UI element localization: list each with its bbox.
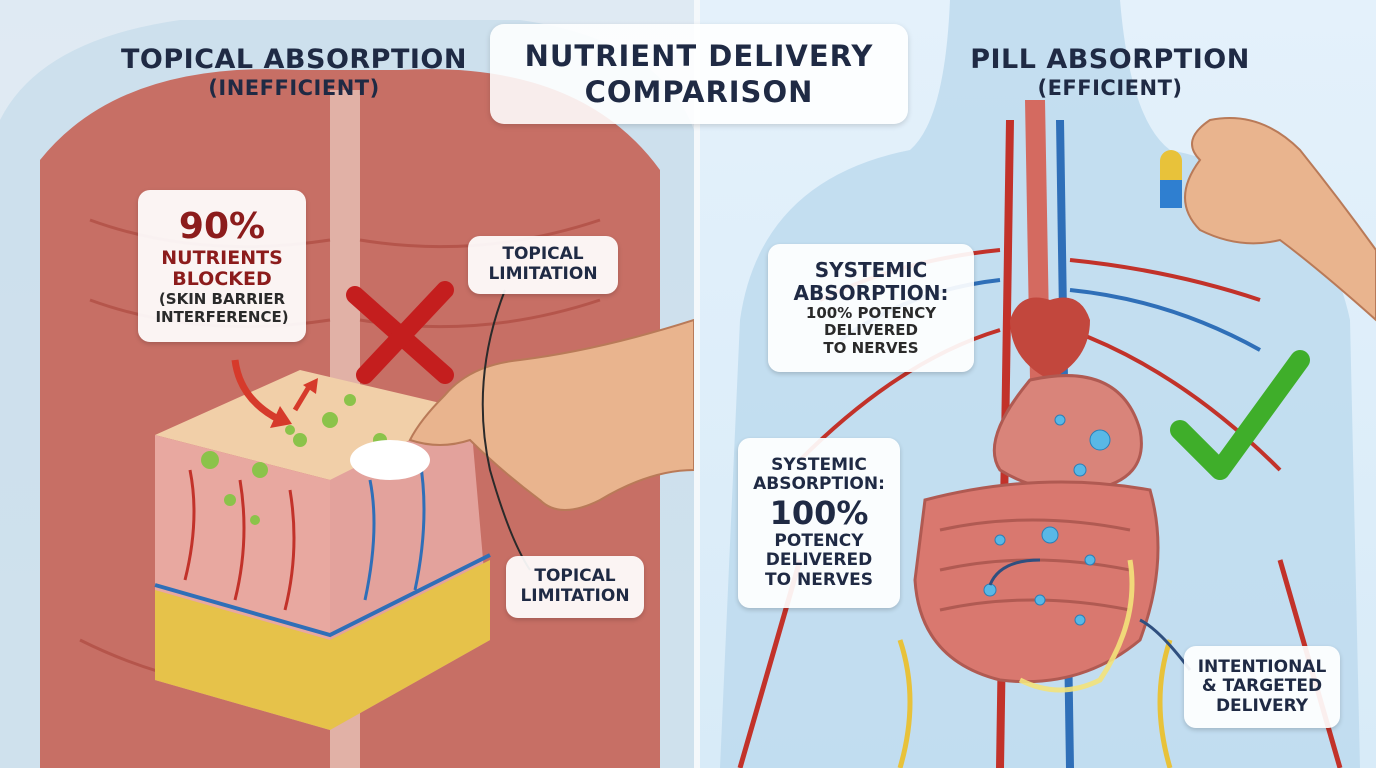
- topical-subheading: (INEFFICIENT): [208, 76, 380, 101]
- title-line1: NUTRIENT DELIVERY: [524, 38, 874, 73]
- cross-icon: [346, 281, 454, 384]
- title-line2: COMPARISON: [584, 75, 814, 109]
- systemic-mid-line1: SYSTEMIC: [771, 454, 867, 475]
- systemic-top-line1: SYSTEMIC: [814, 258, 928, 283]
- targeted-delivery-callout: INTENTIONAL & TARGETED DELIVERY: [1184, 646, 1340, 728]
- hand-with-pill: [1184, 117, 1376, 322]
- skin-block-top: [155, 370, 470, 480]
- targeted-line1: INTENTIONAL: [1197, 656, 1327, 677]
- nutrient-droplets: [201, 394, 387, 525]
- pill-subheading: (EFFICIENT): [1037, 76, 1183, 101]
- targeted-delivery-path: [1018, 559, 1135, 693]
- nutrients-blocked-callout: 90% NUTRIENTS BLOCKED (SKIN BARRIER INTE…: [138, 190, 306, 342]
- check-icon: [1170, 350, 1310, 480]
- blocked-line2: BLOCKED: [172, 268, 272, 291]
- panel-divider: [694, 0, 700, 768]
- systemic-mid-line2: ABSORPTION:: [753, 474, 885, 495]
- systemic-absorption-top-callout: SYSTEMIC ABSORPTION: 100% POTENCY DELIVE…: [768, 244, 974, 372]
- cream-blob: [350, 440, 430, 480]
- systemic-top-line2: ABSORPTION:: [793, 281, 949, 306]
- systemic-mid-percent: 100%: [769, 493, 869, 532]
- right-panel-pill: PILL ABSORPTION (EFFICIENT) SYSTEMIC ABS…: [700, 0, 1376, 768]
- intestines: [913, 480, 1160, 684]
- pill-heading: PILL ABSORPTION: [970, 44, 1250, 75]
- topical-limitation-top: TOPICAL LIMITATION: [468, 236, 618, 294]
- systemic-mid-line4: DELIVERED: [765, 550, 873, 571]
- limitation-bottom-line1: TOPICAL: [534, 566, 616, 587]
- heart: [1010, 297, 1090, 380]
- limitation-top-line2: LIMITATION: [488, 264, 598, 284]
- blocked-percent: 90%: [178, 206, 266, 248]
- systemic-absorption-mid-callout: SYSTEMIC ABSORPTION: 100% POTENCY DELIVE…: [738, 438, 900, 608]
- topical-heading-group: TOPICAL ABSORPTION (INEFFICIENT): [100, 44, 488, 102]
- topical-limitation-bottom: TOPICAL LIMITATION: [506, 556, 644, 618]
- systemic-mid-line3: POTENCY: [774, 530, 864, 551]
- nutrient-particles: [983, 414, 1111, 626]
- blocked-line1: NUTRIENTS: [161, 246, 283, 269]
- systemic-mid-line5: TO NERVES: [765, 569, 873, 590]
- blocked-arrow: [231, 359, 282, 424]
- limitation-bottom-line2: LIMITATION: [520, 586, 630, 606]
- targeted-line2: & TARGETED: [1201, 676, 1323, 697]
- left-panel-topical: TOPICAL ABSORPTION (INEFFICIENT) 90% NUT…: [0, 0, 694, 768]
- pill-heading-group: PILL ABSORPTION (EFFICIENT): [916, 44, 1304, 102]
- blocked-line3: (SKIN BARRIER: [158, 290, 286, 309]
- topical-heading: TOPICAL ABSORPTION: [121, 44, 467, 75]
- blocked-line4: INTERFERENCE): [155, 307, 289, 326]
- limitation-top-line1: TOPICAL: [502, 244, 584, 265]
- capsule-icon: [1160, 150, 1182, 208]
- systemic-top-line5: TO NERVES: [823, 338, 919, 357]
- systemic-top-line3: 100% POTENCY: [805, 304, 937, 323]
- hand-illustration: [408, 318, 694, 511]
- targeted-line3: DELIVERY: [1215, 695, 1309, 716]
- systemic-top-line4: DELIVERED: [824, 321, 918, 340]
- page-title: NUTRIENT DELIVERY COMPARISON: [490, 24, 908, 124]
